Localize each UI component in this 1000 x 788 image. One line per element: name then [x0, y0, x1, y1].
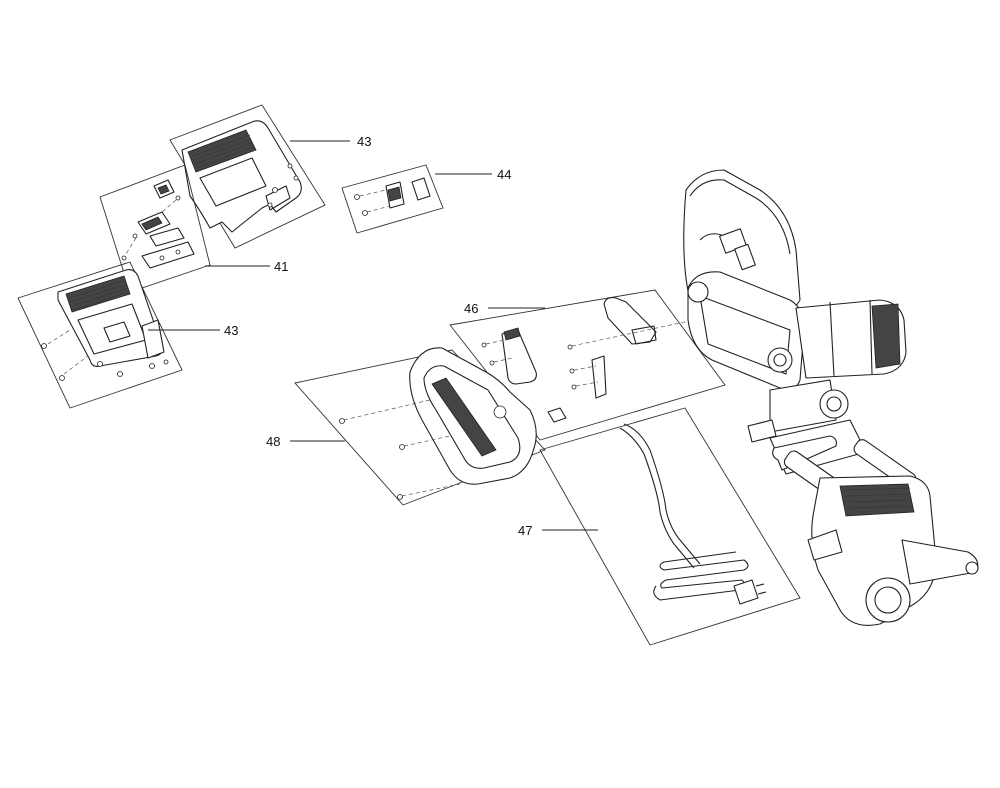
part-46-panel	[449, 289, 726, 441]
callout-43-top: 43	[357, 134, 371, 149]
callout-48: 48	[266, 434, 280, 449]
part-48-panel	[294, 347, 546, 506]
callout-43-lower: 43	[224, 323, 238, 338]
callout-47: 47	[518, 523, 532, 538]
part-43-lower-panel	[17, 261, 183, 409]
leader-lines	[148, 140, 598, 531]
part-41-panel	[99, 164, 211, 293]
part-44-panel	[341, 164, 444, 234]
callout-46: 46	[464, 301, 478, 316]
saw-body	[683, 169, 979, 626]
part-47-panel	[539, 407, 801, 646]
callout-41: 41	[274, 259, 288, 274]
part-43-top-panel	[169, 104, 326, 249]
callout-44: 44	[497, 167, 511, 182]
